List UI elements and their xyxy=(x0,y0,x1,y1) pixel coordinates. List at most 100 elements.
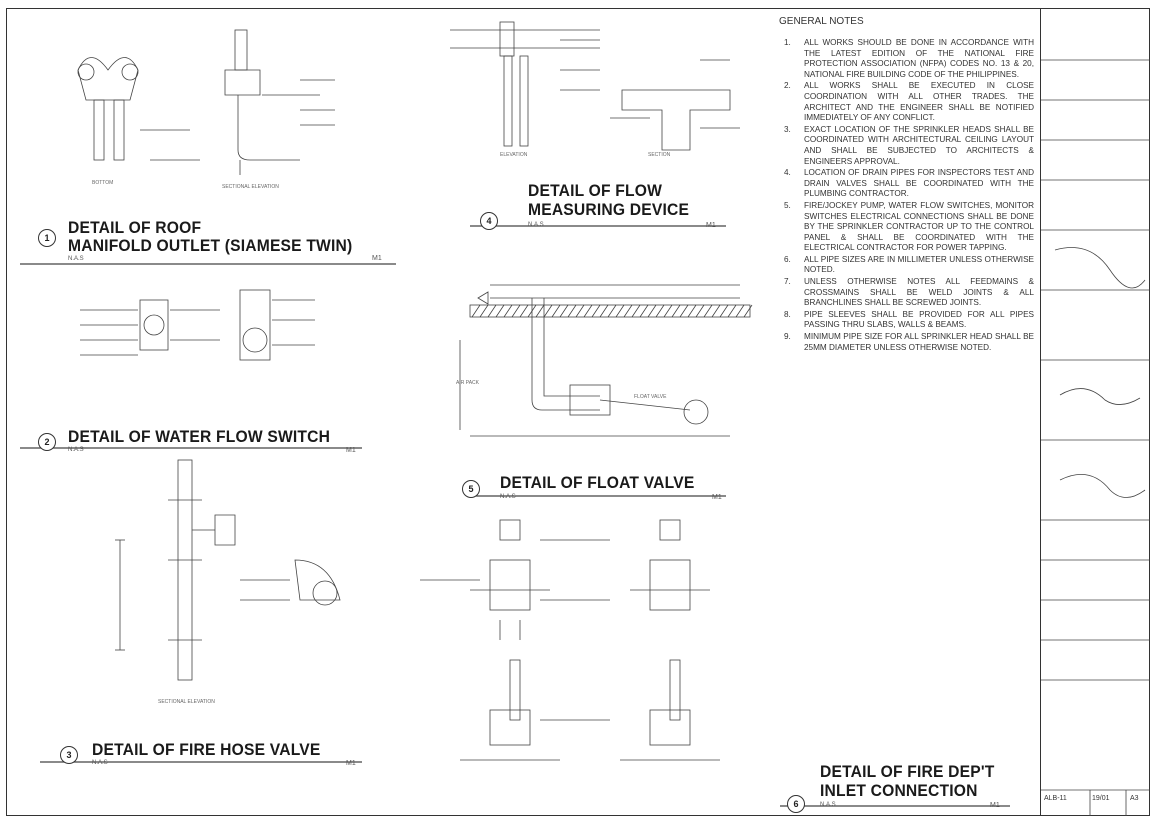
detail-number-bubble: 6 xyxy=(787,795,805,813)
detail-number-bubble: 5 xyxy=(462,480,480,498)
detail-number-bubble: 3 xyxy=(60,746,78,764)
slab-hatch xyxy=(469,304,751,318)
hatch xyxy=(679,304,689,318)
general-note-number: 1. xyxy=(784,38,791,47)
hatch xyxy=(719,304,729,318)
pipe xyxy=(113,99,125,161)
switch-body xyxy=(139,299,169,351)
hatch xyxy=(503,304,513,318)
valve-body xyxy=(489,709,531,746)
pipe-elbow xyxy=(237,95,300,161)
detail-title-line: DETAIL OF FLOW xyxy=(528,181,663,200)
general-note-number: 4. xyxy=(784,168,791,178)
hatch xyxy=(567,304,577,318)
hatch xyxy=(551,304,561,318)
detail-scale: N.A.S xyxy=(500,494,516,500)
general-note-number: 3. xyxy=(784,124,791,134)
general-note-item: 2. All works shall be executed in close c… xyxy=(778,81,1034,123)
pipe xyxy=(93,99,105,161)
drop-pipe xyxy=(519,55,529,147)
pipe xyxy=(669,659,681,721)
hatch xyxy=(623,304,633,318)
general-notes-heading: GENERAL NOTES xyxy=(779,16,864,27)
hatch xyxy=(647,304,657,318)
detail-sheet-ref: M1 xyxy=(712,494,722,501)
pipe xyxy=(531,298,600,411)
general-note-text: Minimum pipe size for all sprinkler head… xyxy=(804,332,1034,352)
hatch xyxy=(591,304,601,318)
switch-body xyxy=(239,289,271,361)
view-label-sectional-elevation: SECTIONAL ELEVATION xyxy=(222,184,279,190)
general-note-text: Fire/jockey pump, water flow switches, m… xyxy=(804,200,1034,253)
general-note-text: Unless otherwise notes all feedmains & c… xyxy=(804,277,1034,308)
general-note-number: 9. xyxy=(784,332,791,342)
hatch xyxy=(519,304,529,318)
hose-cabinet xyxy=(294,559,341,601)
detail-number-bubble: 1 xyxy=(38,229,56,247)
hatch xyxy=(559,304,569,318)
hatch xyxy=(727,304,737,318)
valve-head xyxy=(659,519,681,541)
general-note-number: 8. xyxy=(784,309,791,319)
pipe xyxy=(509,659,521,721)
detail-scale: N.A.S xyxy=(528,222,544,228)
detail-sheet-ref: M1 xyxy=(990,802,1000,809)
hatch xyxy=(487,304,497,318)
detail-title-line: MEASURING DEVICE xyxy=(528,200,690,219)
signature xyxy=(1059,473,1146,498)
hatch xyxy=(615,304,625,318)
hatch xyxy=(711,304,721,318)
drop-pipe xyxy=(503,55,513,147)
general-note-item: 6. All pipe sizes are in millimeter unles… xyxy=(778,255,1034,276)
general-note-text: Exact location of the sprinkler heads sh… xyxy=(804,124,1034,166)
pipe xyxy=(543,298,600,397)
detail-sheet-ref: M1 xyxy=(346,760,356,767)
float-arm xyxy=(599,399,691,411)
general-note-item: 9. Minimum pipe size for all sprinkler he… xyxy=(778,332,1034,353)
general-note-number: 2. xyxy=(784,81,791,91)
pipe xyxy=(234,29,248,71)
hatch xyxy=(663,304,673,318)
detail-title-line: MANIFOLD OUTLET (SIAMESE TWIN) xyxy=(68,236,353,255)
general-note-text: All works should be done in accordance w… xyxy=(804,38,1034,79)
valve-body xyxy=(649,559,691,611)
detail-scale: N.A.S xyxy=(820,802,836,808)
hatch xyxy=(575,304,585,318)
float-valve xyxy=(569,384,611,416)
sheet-size: A3 xyxy=(1130,795,1139,802)
sheet-ratio: 19/01 xyxy=(1092,795,1110,802)
view-label-float-valve: FLOAT VALVE xyxy=(634,394,667,400)
pipe-section xyxy=(242,327,268,353)
sheet-code: ALB-11 xyxy=(1044,795,1067,802)
hatch xyxy=(631,304,641,318)
hatch xyxy=(639,304,649,318)
detail-scale: N.A.S xyxy=(92,760,108,766)
view-label-section: SECTION xyxy=(648,152,671,158)
general-note-number: 5. xyxy=(784,200,791,210)
hatch xyxy=(607,304,617,318)
view-label-air-pack: AIR PACK xyxy=(456,380,479,386)
outlet xyxy=(77,63,95,81)
general-note-text: All pipe sizes are in millimeter unless … xyxy=(804,254,1034,275)
hatch xyxy=(543,304,553,318)
detail-title-line: INLET CONNECTION xyxy=(820,781,978,800)
detail-scale: N.A.S xyxy=(68,447,84,453)
detail-scale: N.A.S xyxy=(68,256,84,262)
general-note-text: All works shall be executed in close coo… xyxy=(804,81,1034,123)
general-note-item: 3. Exact location of the sprinkler heads … xyxy=(778,125,1034,167)
view-label-sectional-elevation: SECTIONAL ELEVATION xyxy=(158,699,215,705)
general-notes-list: 1. All works should be done in accordance… xyxy=(778,38,1034,354)
tee-section xyxy=(621,89,731,151)
general-note-item: 7. Unless otherwise notes all feedmains &… xyxy=(778,277,1034,309)
hatch xyxy=(535,304,545,318)
hatch xyxy=(655,304,665,318)
float-ball xyxy=(683,399,709,425)
hatch xyxy=(695,304,705,318)
valve-body xyxy=(649,709,691,746)
signature xyxy=(1054,247,1146,289)
general-note-number: 7. xyxy=(784,277,791,287)
switch-disc xyxy=(143,314,165,336)
valve-head xyxy=(499,519,521,541)
general-note-number: 6. xyxy=(784,254,791,264)
detail-title-line: DETAIL OF FIRE HOSE VALVE xyxy=(92,740,321,759)
